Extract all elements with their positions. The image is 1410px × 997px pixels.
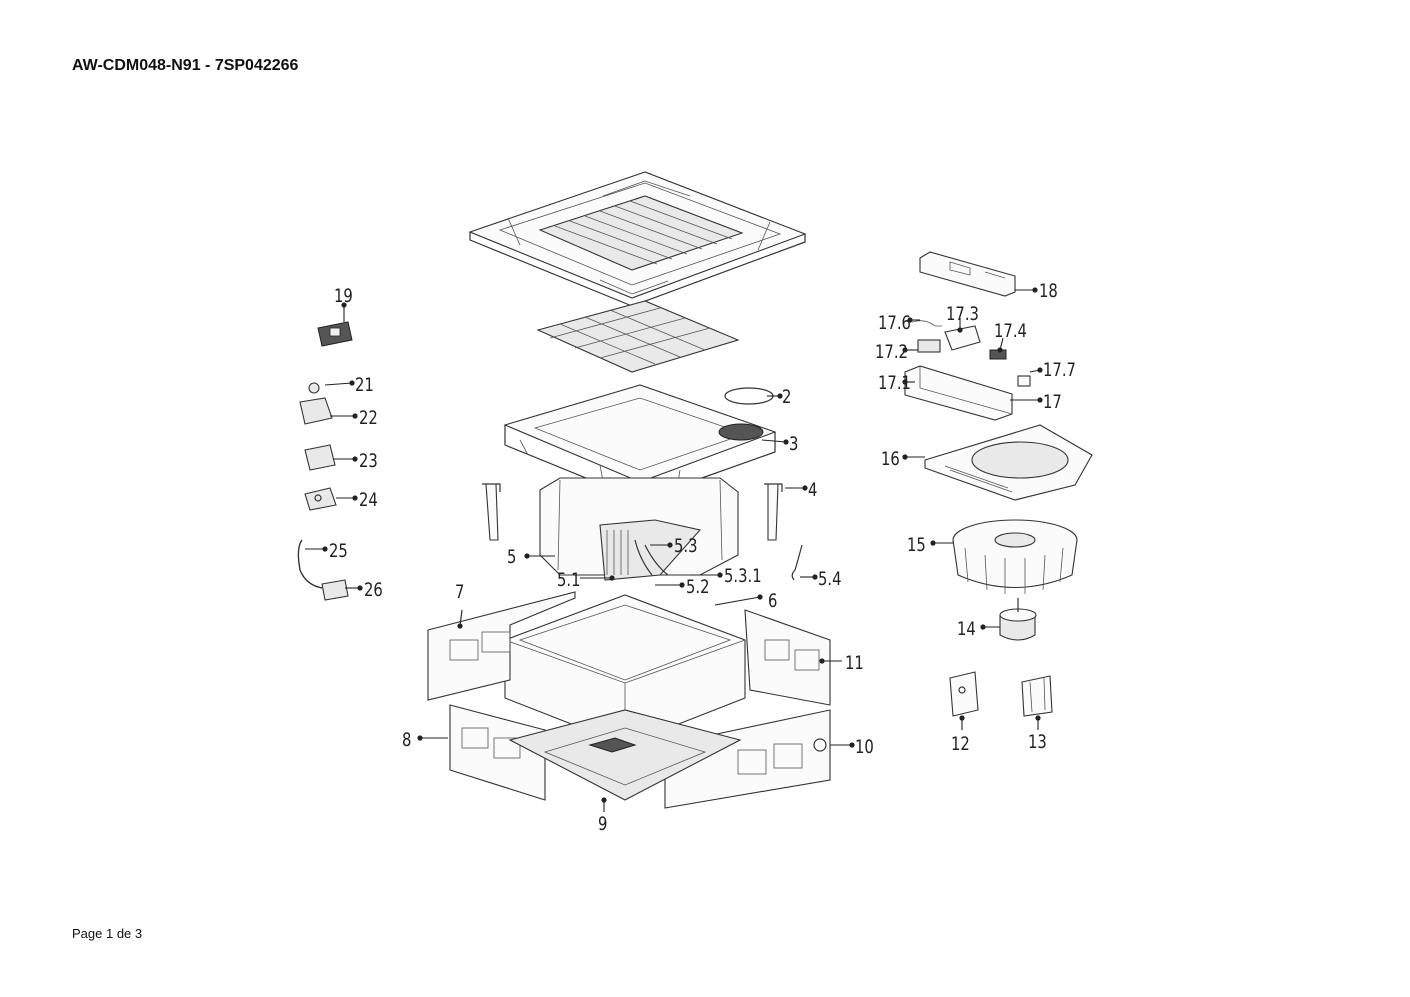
callout-22: 22	[359, 407, 378, 429]
callout-8: 8	[402, 729, 411, 751]
callout-4: 4	[808, 479, 817, 501]
callout-17: 17	[1043, 391, 1062, 413]
filter-part	[536, 300, 740, 373]
callout-23: 23	[359, 450, 378, 472]
callout-10: 10	[855, 736, 874, 758]
callout-6: 6	[768, 590, 777, 612]
mounting-bracket-b-part	[1021, 675, 1053, 717]
callout-5-3-1: 5.3.1	[724, 565, 762, 587]
callout-5-2: 5.2	[686, 576, 710, 598]
callout-7: 7	[455, 581, 464, 603]
callout-17-7: 17.7	[1043, 359, 1076, 381]
accessory-valve-part	[308, 382, 320, 394]
callout-17-2: 17.2	[875, 341, 908, 363]
callout-12: 12	[951, 733, 970, 755]
electric-box-part	[904, 365, 1013, 421]
page-footer: Page 1 de 3	[72, 926, 143, 941]
callout-17-3: 17.3	[946, 303, 979, 325]
top-frame-part	[503, 384, 777, 501]
callout-19: 19	[334, 285, 353, 307]
drain-connector-part	[321, 579, 349, 601]
callout-11: 11	[845, 652, 864, 674]
callout-14: 14	[957, 618, 976, 640]
callout-13: 13	[1028, 731, 1047, 753]
side-panel-right-part	[744, 609, 831, 706]
side-panel-front-right-part	[664, 709, 831, 809]
accessory-fitting-a-part	[299, 397, 333, 425]
callout-18: 18	[1039, 280, 1058, 302]
callout-25: 25	[329, 540, 348, 562]
bell-mouth-part	[924, 424, 1093, 501]
display-receiver-part	[317, 321, 353, 347]
callout-5: 5	[507, 546, 516, 568]
callout-2: 2	[782, 386, 791, 408]
callout-16: 16	[881, 448, 900, 470]
callout-5-4: 5.4	[818, 568, 842, 590]
side-panel-front-left-part	[449, 704, 546, 801]
gasket-ring-part	[724, 387, 774, 405]
callout-3: 3	[789, 433, 798, 455]
callout-9: 9	[598, 813, 607, 835]
control-box-cover-part	[919, 251, 1016, 297]
leader-dots	[322, 287, 1043, 803]
temperature-sensor-part	[791, 544, 803, 581]
heat-exchanger-coil-part	[599, 519, 702, 581]
bracket-left-part	[482, 483, 501, 541]
callout-24: 24	[359, 489, 378, 511]
chassis-box-part	[504, 594, 746, 746]
callout-17-4: 17.4	[994, 320, 1027, 342]
document-title: AW-CDM048-N91 - 7SP042266	[72, 57, 299, 74]
side-panel-left-part	[427, 591, 576, 701]
callout-15: 15	[907, 534, 926, 556]
callout-17-6: 17.6	[878, 312, 911, 334]
callout-17-1: 17.1	[878, 372, 911, 394]
callout-5-1: 5.1	[557, 569, 581, 591]
callout-labels: 2 3 4 5 5.1 5.2 5.3 5.3.1 5.4 6 7 8 9 10…	[329, 280, 1076, 835]
callout-5-3: 5.3	[674, 535, 698, 557]
mounting-bracket-a-part	[949, 671, 979, 717]
callout-21: 21	[355, 374, 374, 396]
fan-motor-part	[999, 598, 1037, 641]
callout-26: 26	[364, 579, 383, 601]
accessory-fitting-b-part	[304, 444, 336, 471]
bracket-right-part	[764, 483, 783, 541]
fan-wheel-part	[952, 519, 1078, 594]
front-panel-part	[468, 171, 807, 307]
drain-hose-part	[297, 539, 323, 589]
base-plate-part	[508, 709, 742, 801]
accessory-fitting-c-part	[304, 487, 337, 511]
